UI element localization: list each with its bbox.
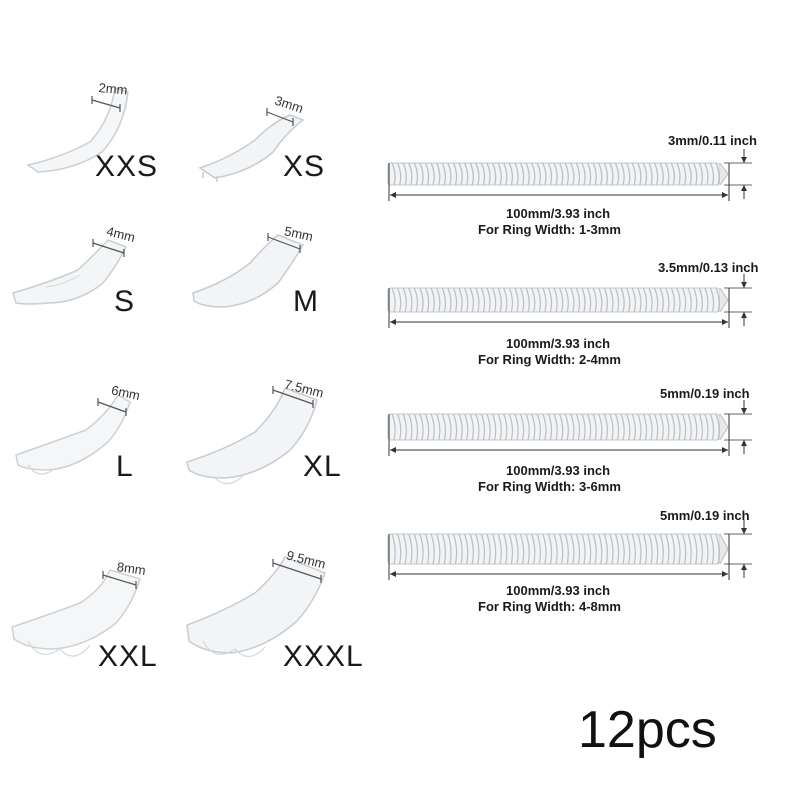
ring-adjuster-xxl: 8mm XXL xyxy=(8,545,188,675)
size-label: S xyxy=(114,285,136,318)
ring-width-label: For Ring Width: 3-6mm xyxy=(478,479,621,494)
spiral-adjuster-1: 3mm/0.11 inch 100mm/3.93 inch For Ring W… xyxy=(380,130,780,237)
length-label: 100mm/3.93 inch xyxy=(506,206,611,221)
spiral-adjuster-4: 5mm/0.19 inch 100mm/3.93 inch For Ring W… xyxy=(380,505,780,614)
length-label: 100mm/3.93 inch xyxy=(506,583,611,598)
ring-width-label: For Ring Width: 2-4mm xyxy=(478,352,621,367)
spiral-coil-drawing xyxy=(387,400,752,456)
ring-adjuster-l: 6mm L xyxy=(8,370,188,500)
size-label: XXL xyxy=(98,640,158,673)
spiral-coil-drawing xyxy=(387,149,752,201)
spiral-coil-drawing xyxy=(387,274,752,328)
spiral-coil-drawing xyxy=(387,520,752,580)
size-label: XXXL xyxy=(283,640,364,673)
ring-adjuster-xs: 3mm XS xyxy=(195,80,375,210)
spiral-adjuster-2: 3.5mm/0.13 inch 100mm/3.93 inch For Ring… xyxy=(380,256,780,367)
ring-width-label: For Ring Width: 4-8mm xyxy=(478,599,621,614)
diameter-label: 3mm/0.11 inch xyxy=(668,133,757,148)
thickness-label: 2mm xyxy=(98,80,129,98)
ring-adjuster-m: 5mm M xyxy=(188,215,368,345)
ring-width-label: For Ring Width: 1-3mm xyxy=(478,222,621,237)
adjuster-shape xyxy=(12,239,128,305)
adjuster-shape xyxy=(186,386,318,485)
adjuster-shape xyxy=(26,87,129,173)
ring-adjuster-xxxl: 9.5mm XXXL xyxy=(185,545,365,675)
length-label: 100mm/3.93 inch xyxy=(506,463,611,478)
diameter-label: 5mm/0.19 inch xyxy=(660,386,750,401)
size-label: XL xyxy=(303,450,342,483)
adjuster-shape xyxy=(186,556,326,658)
size-label: XXS xyxy=(95,150,159,183)
ring-adjuster-xl: 7.5mm XL xyxy=(185,370,365,500)
piece-count-label: 12pcs xyxy=(578,701,717,759)
diameter-label: 3.5mm/0.13 inch xyxy=(658,260,759,275)
size-label: M xyxy=(293,285,319,318)
size-label: L xyxy=(116,450,134,483)
adjuster-shape xyxy=(11,569,141,657)
adjuster-shape xyxy=(192,233,305,308)
diameter-label: 5mm/0.19 inch xyxy=(660,508,750,523)
ring-adjuster-s: 4mm S xyxy=(8,215,188,345)
length-label: 100mm/3.93 inch xyxy=(506,336,611,351)
adjuster-shape xyxy=(15,393,131,475)
size-label: XS xyxy=(283,150,326,183)
spiral-adjuster-3: 5mm/0.19 inch 100mm/3.93 inch For Ring W… xyxy=(380,383,780,494)
ring-adjuster-xxs: 2mm XXS xyxy=(20,70,200,200)
adjuster-shape xyxy=(198,108,305,182)
